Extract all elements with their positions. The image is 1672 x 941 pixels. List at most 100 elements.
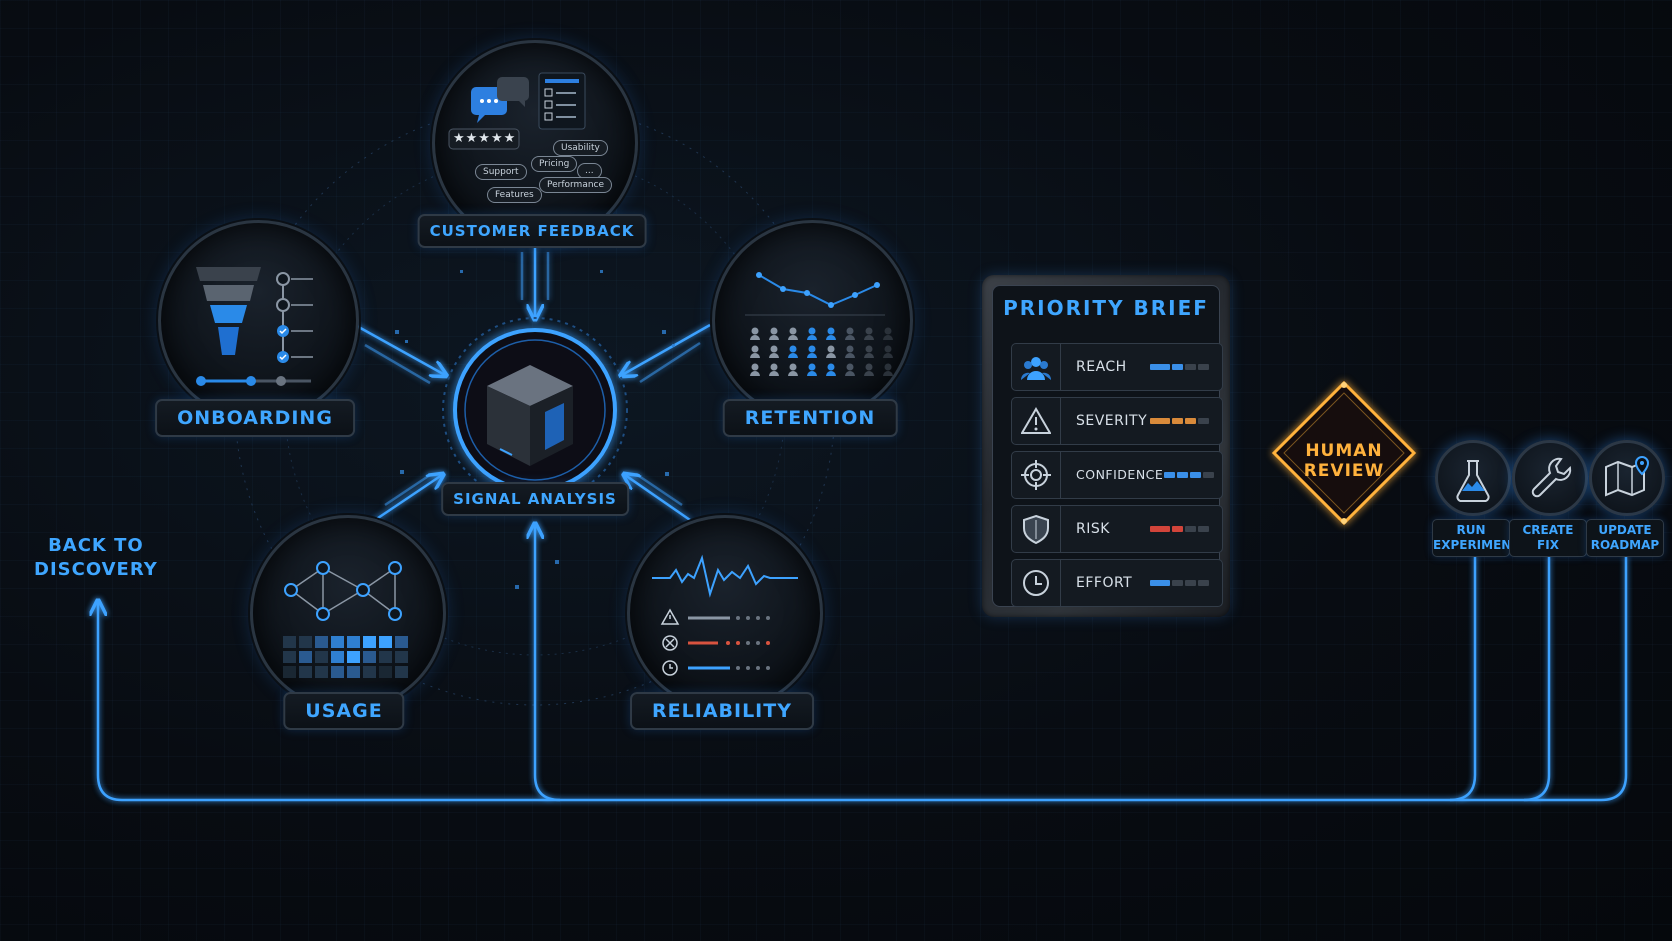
warning-icon [660, 608, 680, 625]
heatmap-cell [347, 636, 360, 648]
map-icon [1605, 455, 1650, 497]
people-icon [1012, 344, 1061, 390]
meter-segment [1150, 418, 1170, 424]
meter-segment [1198, 580, 1209, 586]
back-to-discovery-link[interactable]: BACK TO DISCOVERY [34, 534, 158, 582]
progress-slider [196, 376, 311, 386]
brief-row-label: SEVERITY [1076, 413, 1148, 429]
action-label-line: RUN [1456, 523, 1486, 537]
heatmap-cell [347, 666, 360, 678]
usage-label: USAGE [283, 692, 405, 730]
usage-heatmap [283, 636, 408, 678]
heatmap-cell [395, 651, 408, 663]
cohort-person [827, 345, 835, 353]
cohort-person [751, 363, 759, 371]
cohort-person [769, 335, 779, 340]
cohort-person [750, 371, 760, 376]
brief-row-label: CONFIDENCE [1076, 467, 1164, 482]
retention-node[interactable] [712, 220, 913, 421]
brief-row-risk: RISK [1011, 505, 1223, 553]
retention-label: RETENTION [722, 399, 898, 437]
cohort-person [788, 371, 798, 376]
meter-segment [1172, 580, 1183, 586]
heatmap-cell [347, 651, 360, 663]
funnel-icon [196, 267, 261, 355]
create-fix-label: CREATE FIX [1509, 519, 1587, 557]
action-label-line: ROADMAP [1590, 538, 1660, 552]
update-roadmap-label: UPDATE ROADMAP [1586, 519, 1664, 557]
update-roadmap-button[interactable] [1589, 440, 1665, 516]
brief-row-meter [1150, 580, 1209, 586]
brief-row-effort: EFFORT [1011, 559, 1223, 607]
step-markers [276, 272, 290, 363]
cohort-person [846, 363, 854, 371]
shield-icon [1012, 506, 1061, 552]
human-review-line1: HUMAN [1305, 441, 1383, 461]
rating-box [448, 128, 520, 150]
back-line1: BACK TO [48, 535, 144, 556]
heatmap-cell [331, 636, 344, 648]
feedback-chip: Pricing [531, 156, 578, 172]
wrench-icon [1531, 457, 1572, 498]
heatmap-cell [283, 666, 296, 678]
cohort-person [864, 335, 874, 340]
signal-analysis-label: SIGNAL ANALYSIS [441, 482, 629, 516]
priority-brief-title: PRIORITY BRIEF [1003, 296, 1209, 320]
cohort-person [827, 327, 835, 335]
cohort-person [826, 335, 836, 340]
create-fix-button[interactable] [1512, 440, 1588, 516]
brief-row-severity: SEVERITY [1011, 397, 1223, 445]
cohort-person [883, 371, 893, 376]
cohort-person [751, 345, 759, 353]
cohort-person [864, 353, 874, 358]
cohort-person [789, 345, 797, 353]
meter-segment [1150, 580, 1170, 586]
customer-feedback-label: CUSTOMER FEEDBACK [417, 214, 647, 248]
cohort-person [845, 335, 855, 340]
brief-row-label: REACH [1076, 359, 1127, 375]
cohort-person [807, 335, 817, 340]
meter-segment [1185, 418, 1196, 424]
meter-segment [1198, 418, 1209, 424]
meter-segment [1150, 364, 1170, 370]
meter-segment [1198, 526, 1209, 532]
line-chart-icon [745, 272, 885, 316]
loop-to-signal-analysis [535, 525, 1477, 802]
meter-segment [1172, 526, 1183, 532]
heatmap-cell [395, 636, 408, 648]
feedback-chip: Support [475, 164, 527, 180]
meter-segment [1198, 364, 1209, 370]
star-rating: ★★★★★ [453, 131, 517, 146]
flask-icon [1456, 460, 1490, 503]
run-experiment-button[interactable] [1435, 440, 1511, 516]
heatmap-cell [379, 636, 392, 648]
checklist-icon [538, 72, 586, 130]
brief-row-meter [1150, 418, 1209, 424]
arrow-usage-to-hub [374, 475, 442, 522]
onboarding-node[interactable] [158, 220, 359, 421]
heatmap-cell [363, 666, 376, 678]
cohort-person [769, 371, 779, 376]
action-label-line: CREATE [1522, 523, 1574, 537]
heatmap-cell [299, 636, 312, 648]
onboarding-label: ONBOARDING [155, 399, 355, 437]
priority-brief-panel[interactable]: PRIORITY BRIEF REACH SEVERITY CONFIDENCE RI… [982, 275, 1230, 617]
cohort-person [865, 327, 873, 335]
heatmap-cell [315, 666, 328, 678]
cohort-person [826, 353, 836, 358]
meter-segment [1150, 526, 1170, 532]
cohort-person [750, 353, 760, 358]
cohort-person [845, 353, 855, 358]
cohort-person [883, 335, 893, 340]
heatmap-cell [299, 666, 312, 678]
usage-node[interactable] [250, 515, 446, 711]
cohort-person [789, 363, 797, 371]
human-review-label[interactable]: HUMAN REVIEW [1300, 441, 1388, 481]
brief-row-meter [1150, 526, 1209, 532]
cohort-person [808, 345, 816, 353]
customer-feedback-node[interactable]: ★★★★★ Usability Pricing Support ... Perf… [432, 40, 638, 246]
cohort-person [884, 345, 892, 353]
cohort-person [846, 345, 854, 353]
reliability-node[interactable] [627, 515, 823, 711]
error-icon [662, 635, 678, 651]
